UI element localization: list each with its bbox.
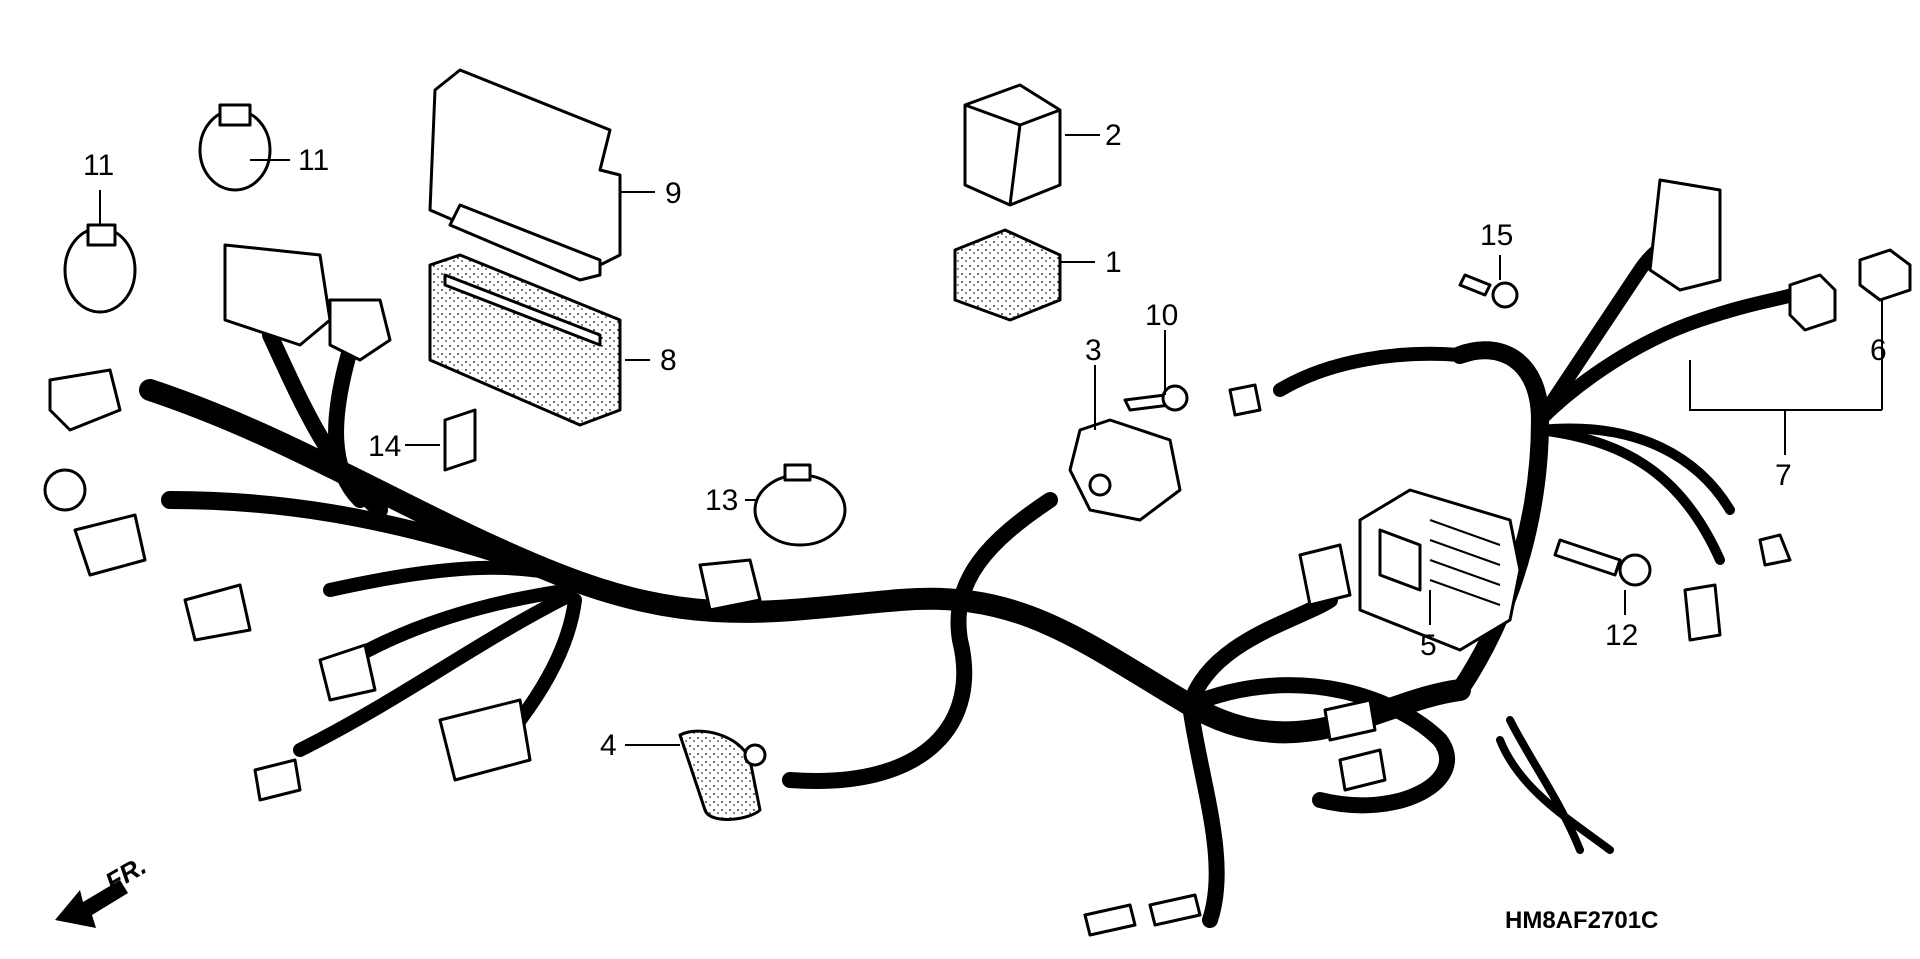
- right-connectors: [1083, 383, 1792, 937]
- callout-14: 14: [368, 430, 401, 463]
- part-15-bolt[interactable]: [1458, 273, 1519, 309]
- callout-3: 3: [1085, 334, 1102, 367]
- part-11-band-upper[interactable]: [198, 103, 272, 192]
- callout-13: 13: [705, 484, 738, 517]
- part-7-sub-harness[interactable]: [1648, 178, 1837, 332]
- left-connectors: [43, 243, 762, 802]
- callout-12: 12: [1605, 619, 1638, 652]
- part-13-band[interactable]: [753, 463, 847, 547]
- part-11-band-lower[interactable]: [63, 223, 137, 314]
- diagram-code: HM8AF2701C: [1505, 907, 1658, 934]
- callout-11-lower: 11: [83, 149, 114, 182]
- callout-10: 10: [1145, 299, 1178, 332]
- callout-2: 2: [1105, 119, 1122, 152]
- callout-8: 8: [660, 344, 677, 377]
- part-8-rubber-case[interactable]: [428, 253, 622, 427]
- callout-4: 4: [600, 729, 617, 762]
- part-14-fuse-clip[interactable]: [443, 408, 477, 472]
- callout-9: 9: [665, 177, 682, 210]
- callout-15: 15: [1480, 219, 1513, 252]
- part-3-starter-relay[interactable]: [1068, 418, 1182, 522]
- part-5-regulator-rectifier[interactable]: [1358, 488, 1522, 652]
- callout-6: 6: [1870, 334, 1887, 367]
- part-9-cdi-unit[interactable]: [428, 68, 622, 282]
- part-2-relay[interactable]: [963, 83, 1062, 207]
- main-harness: [139, 223, 1817, 928]
- callout-7: 7: [1775, 459, 1792, 492]
- part-12-bolt[interactable]: [1553, 538, 1652, 587]
- callout-labels: 1 2 3 4 5 6 7 8 9 10 11 11 12 13 14 15: [83, 119, 1887, 762]
- leader-lines: [99, 134, 1883, 746]
- callout-1: 1: [1105, 246, 1122, 279]
- callout-11-upper: 11: [298, 144, 329, 177]
- callout-5: 5: [1420, 629, 1437, 662]
- part-6-connector[interactable]: [1858, 248, 1912, 302]
- part-10-bolt[interactable]: [1123, 384, 1189, 412]
- front-direction-arrow: FR.: [55, 850, 151, 928]
- part-4-plug-cap[interactable]: [678, 729, 767, 821]
- part-1-relay-rubber[interactable]: [953, 228, 1062, 322]
